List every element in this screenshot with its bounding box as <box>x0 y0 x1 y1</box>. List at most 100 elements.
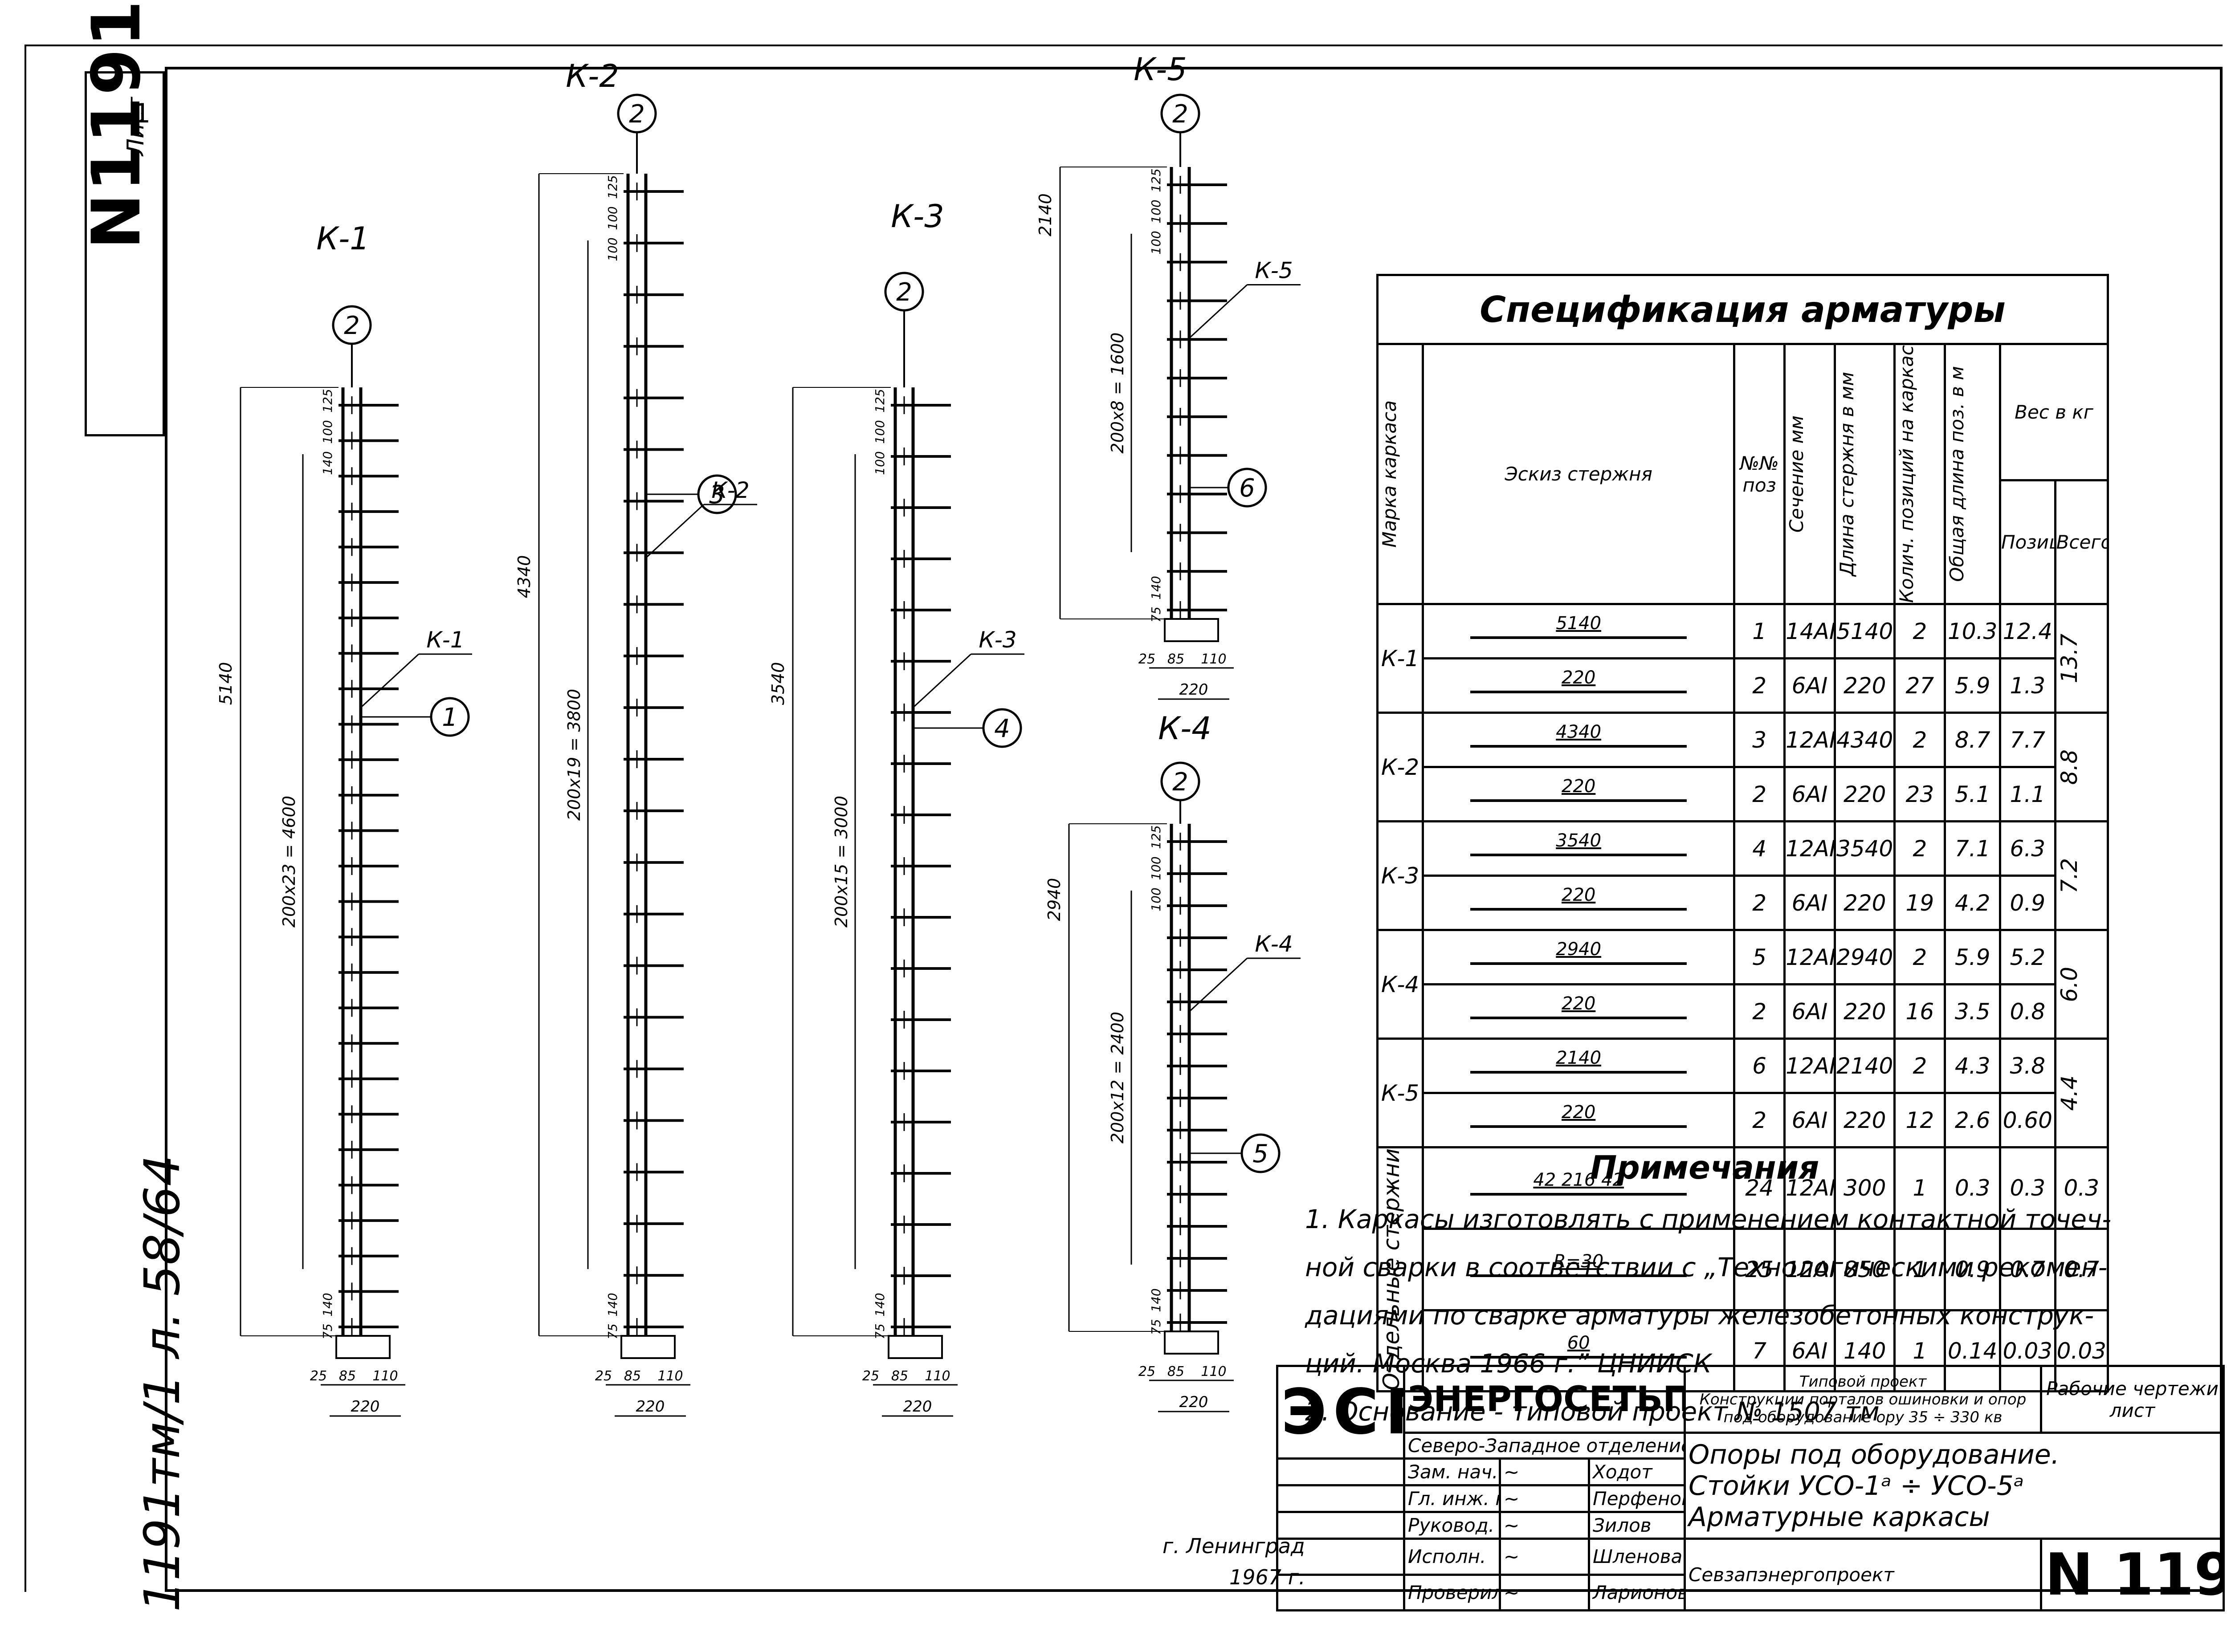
spec-mark: К-5 <box>1381 1080 1419 1106</box>
spec-total-length: 0.9 <box>1944 1227 2001 1311</box>
dim-width: 25 <box>1138 1364 1155 1379</box>
specification-table: Спецификация арматуры Марка каркаса Эски… <box>1376 274 2109 1393</box>
role-name: Ларионов <box>1587 1573 1686 1611</box>
dept-name: Северо-Западное отделение <box>1403 1432 1686 1460</box>
spec-total-length: 8.7 <box>1944 712 2001 768</box>
spec-weight: 0.7 <box>1999 1227 2056 1311</box>
dim-width: 25 <box>1138 651 1155 667</box>
spec-qty: 1 <box>1893 1146 1946 1230</box>
cage-label: К-4 <box>1158 710 1211 747</box>
spec-sketch: 220 <box>1422 875 1736 931</box>
dim-width: 110 <box>925 1368 950 1384</box>
dim-top: 100 <box>320 420 335 444</box>
spec-qty: 2 <box>1893 820 1946 877</box>
role-name: Шленова <box>1587 1538 1686 1576</box>
spec-sketch-label: 2940 <box>1556 939 1602 960</box>
spec-header-weight-total: Всего <box>2054 479 2109 606</box>
cage-leader-label: К-4 <box>1255 931 1293 957</box>
spec-total-length: 4.3 <box>1944 1038 2001 1094</box>
spec-pos: 4 <box>1733 820 1786 877</box>
spec-length: 5140 <box>1833 603 1896 659</box>
spec-total: 7.2 <box>2056 858 2082 894</box>
spec-section: 12АⅠ <box>1783 1146 1836 1230</box>
dim-top: 125 <box>1149 168 1163 192</box>
position-number: 6 <box>1239 474 1255 503</box>
signature: ~ <box>1499 1457 1590 1486</box>
spec-total-length: 2.6 <box>1944 1092 2001 1148</box>
spec-weight: 3.8 <box>1999 1038 2056 1094</box>
spec-mark: К-2 <box>1381 754 1419 780</box>
spec-sketch-label: R=30 <box>1554 1251 1604 1272</box>
spec-row: К-33540412АⅢ354027.16.37.2 <box>1376 820 2109 931</box>
position-number: 2 <box>1172 100 1188 129</box>
project-type-label: Типовой проект <box>1799 1372 1927 1391</box>
leader-line <box>360 653 420 708</box>
sheet-label: лист <box>2109 1399 2155 1421</box>
spec-mark: К-1 <box>1381 645 1419 671</box>
spec-qty: 27 <box>1893 657 1946 714</box>
spec-qty: 2 <box>1893 1038 1946 1094</box>
dim-bottom: 140 <box>873 1293 887 1316</box>
spec-total-length: 10.3 <box>1944 603 2001 659</box>
dim-top: 100 <box>605 206 620 230</box>
dim-width: 85 <box>1167 651 1184 667</box>
dim-top: 100 <box>1149 199 1163 223</box>
spec-sketch: 2140 <box>1422 1038 1736 1094</box>
city: г. Ленинград <box>1162 1534 1305 1558</box>
base-outline <box>1164 618 1219 642</box>
dim-width: 25 <box>595 1368 612 1384</box>
left-border-line <box>24 45 26 1592</box>
spec-total: 8.8 <box>2056 749 2082 785</box>
spec-header-total-length: Общая длина поз. в м <box>1946 366 1968 582</box>
spec-qty: 1 <box>1893 1227 1946 1311</box>
spec-pos: 2 <box>1733 1092 1786 1148</box>
dim-bottom: 75 <box>1149 606 1163 623</box>
signature: ~ <box>1499 1511 1590 1540</box>
spec-qty: 12 <box>1893 1092 1946 1148</box>
spec-total: 6.0 <box>2056 966 2082 1002</box>
role-label: Руковод. группы <box>1403 1511 1501 1540</box>
dim-bottom: 140 <box>320 1293 335 1316</box>
spec-length: 220 <box>1833 875 1896 931</box>
leader-line <box>912 653 972 708</box>
dim-width-total: 220 <box>903 1398 932 1416</box>
dim-top: 100 <box>1149 856 1163 880</box>
stage-cell: Рабочие чертежи лист <box>2040 1365 2225 1434</box>
dim-pitch: 200х12 = 2400 <box>1108 1012 1127 1143</box>
spec-header-length: Длина стержня в мм <box>1835 372 1858 576</box>
spec-length: 220 <box>1833 983 1896 1040</box>
dim-top: 125 <box>873 389 887 412</box>
dim-width-total: 220 <box>636 1398 665 1416</box>
role-label: Зам. нач. отдела <box>1403 1457 1501 1486</box>
spec-row: К-42940512АⅢ294025.95.26.0 <box>1376 929 2109 1040</box>
spec-sketch: 2940 <box>1422 929 1736 985</box>
leader-line <box>1188 284 1248 339</box>
spec-weight: 0.8 <box>1999 983 2056 1040</box>
spec-sketch-label: 4340 <box>1556 721 1602 742</box>
spec-pos: 2 <box>1733 766 1786 822</box>
spec-row: К-24340312АⅢ434028.77.78.8 <box>1376 712 2109 822</box>
drawing-frame <box>165 67 2223 1592</box>
spec-sketch-label: 42 216 42 <box>1533 1169 1624 1190</box>
drawing-title-3: Арматурные каркасы <box>1689 1501 1990 1533</box>
dim-pitch: 200х23 = 4600 <box>279 796 299 928</box>
spec-qty: 19 <box>1893 875 1946 931</box>
dim-width: 110 <box>1201 651 1226 667</box>
spec-sketch-label: 220 <box>1561 1102 1596 1123</box>
spec-header-weight: Вес в кг <box>1999 343 2109 481</box>
dim-total: 4340 <box>514 555 534 598</box>
spec-pos: 5 <box>1733 929 1786 985</box>
spec-header-weight-pos: Позиц. <box>1999 479 2056 606</box>
dim-total: 5140 <box>216 662 236 705</box>
spec-qty: 2 <box>1893 712 1946 768</box>
spec-weight: 0.9 <box>1999 875 2056 931</box>
spec-length: 850 <box>1833 1227 1896 1311</box>
dim-bottom: 75 <box>605 1323 620 1339</box>
dim-top: 125 <box>320 389 335 412</box>
dim-total: 3540 <box>768 662 788 705</box>
title-block: ЭСП ЭНЕРГОСЕТЬПРОЕКТ Типовой проект Конс… <box>1276 1365 2225 1611</box>
